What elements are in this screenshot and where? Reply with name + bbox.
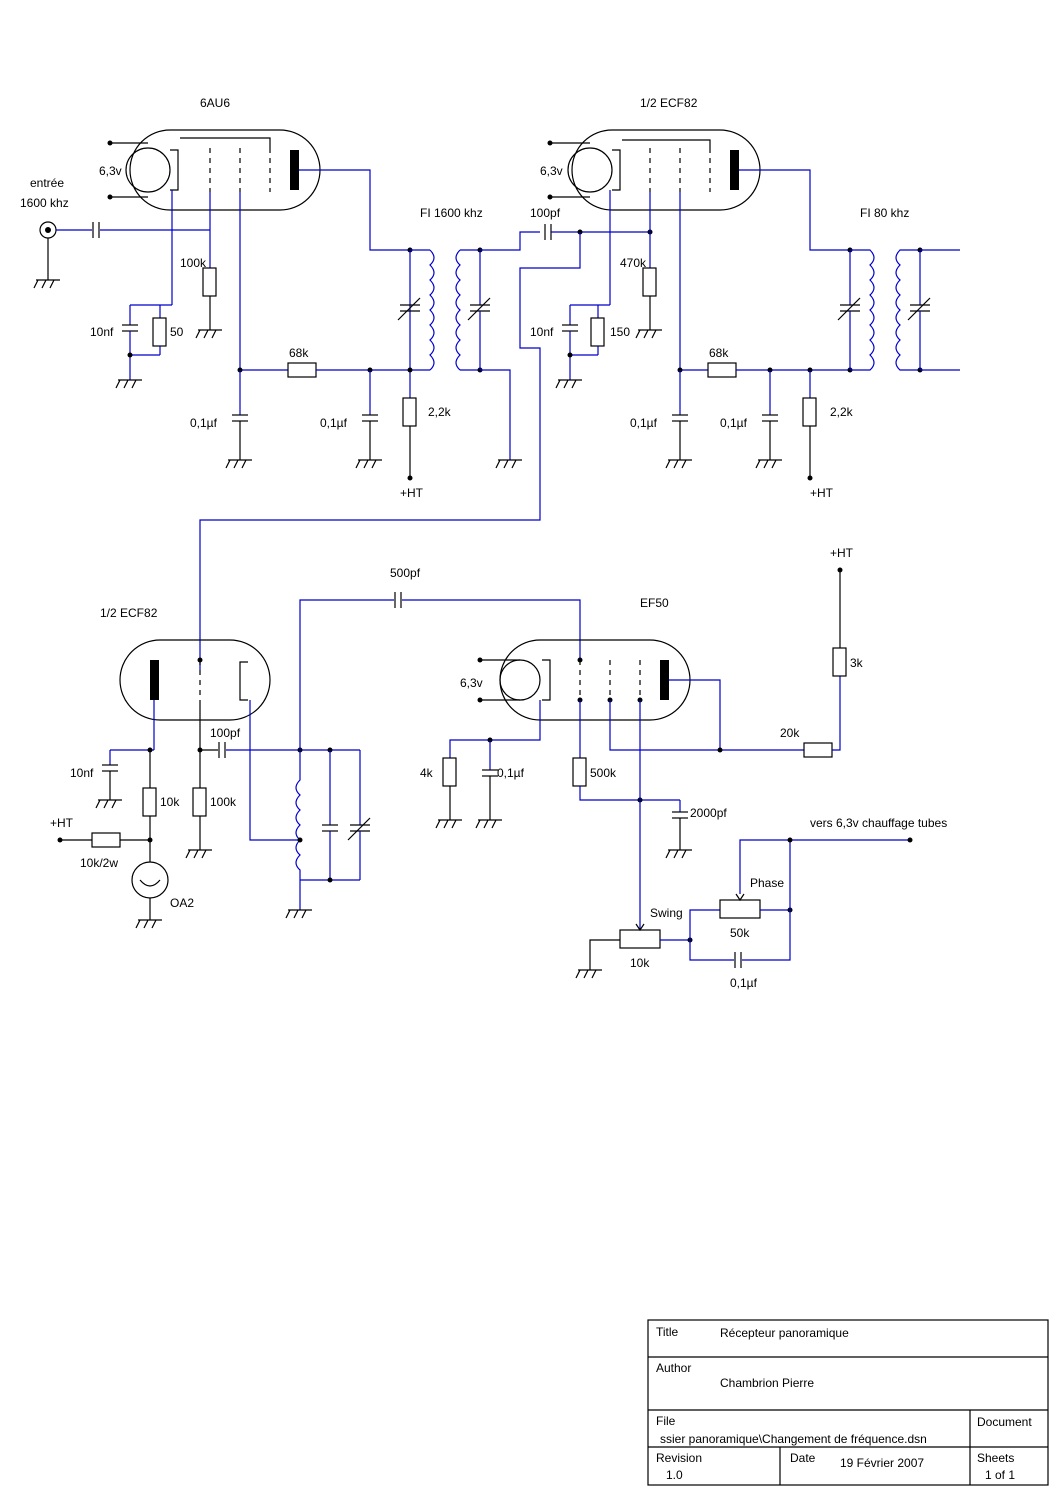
screen-network-2: 68k 0,1µf 0,1µf 2,2k +HT — [630, 192, 854, 500]
revision-value: 1.0 — [666, 1468, 683, 1482]
svg-text:2,2k: 2,2k — [830, 405, 854, 419]
sheets-value: 1 of 1 — [985, 1468, 1015, 1482]
resistor-470k: 470k — [620, 192, 662, 339]
svg-text:68k: 68k — [289, 346, 309, 360]
svg-text:OA2: OA2 — [170, 896, 194, 910]
svg-text:1/2 ECF82: 1/2 ECF82 — [640, 96, 698, 110]
title-value: Récepteur panoramique — [720, 1326, 849, 1340]
sheets-label: Sheets — [977, 1451, 1014, 1465]
svg-text:0,1µf: 0,1µf — [720, 416, 748, 430]
svg-text:FI 80 khz: FI 80 khz — [860, 206, 909, 220]
svg-text:50k: 50k — [730, 926, 750, 940]
svg-text:+HT: +HT — [810, 486, 834, 500]
svg-text:10nf: 10nf — [530, 325, 554, 339]
svg-text:100k: 100k — [180, 256, 207, 270]
svg-text:2,2k: 2,2k — [428, 405, 452, 419]
svg-text:Swing: Swing — [650, 906, 683, 920]
svg-text:10k/2w: 10k/2w — [80, 856, 118, 870]
svg-text:Phase: Phase — [750, 876, 784, 890]
svg-text:0,1µf: 0,1µf — [320, 416, 348, 430]
svg-text:6,3v: 6,3v — [460, 676, 483, 690]
date-label: Date — [790, 1451, 816, 1465]
svg-text:470k: 470k — [620, 256, 647, 270]
svg-text:FI 1600 khz: FI 1600 khz — [420, 206, 483, 220]
document-label: Document — [977, 1415, 1032, 1429]
svg-text:10nf: 10nf — [90, 325, 114, 339]
ef50-network: 4k 0,1µf 500k 2000pf 20k 3k +HT — [420, 546, 864, 930]
svg-text:68k: 68k — [709, 346, 729, 360]
svg-text:6,3v: 6,3v — [540, 164, 563, 178]
resistor-100k-g1: 100k — [180, 192, 222, 339]
svg-text:+HT: +HT — [830, 546, 854, 560]
svg-text:50: 50 — [170, 325, 184, 339]
input-label-1: entrée — [30, 176, 64, 190]
title-block: Title Récepteur panoramique Author Chamb… — [647, 1319, 1049, 1486]
svg-text:0,1µf: 0,1µf — [630, 416, 658, 430]
svg-text:vers 6,3v chauffage tubes: vers 6,3v chauffage tubes — [810, 816, 947, 830]
svg-text:20k: 20k — [780, 726, 800, 740]
svg-text:4k: 4k — [420, 766, 434, 780]
svg-text:+HT: +HT — [50, 816, 74, 830]
file-label: File — [656, 1414, 676, 1428]
sweep-network: Swing 10k Phase 50k 0,1µf vers 6,3v chau… — [575, 816, 947, 990]
svg-text:EF50: EF50 — [640, 596, 669, 610]
author-label: Author — [656, 1361, 691, 1375]
oscillator-network: 10nf 10k +HT 10k/2w OA2 100k 100pf — [50, 566, 581, 929]
svg-text:100k: 100k — [210, 795, 237, 809]
svg-text:1/2 ECF82: 1/2 ECF82 — [100, 606, 158, 620]
cathode-network-1: 10nf 50 — [90, 190, 184, 389]
tube-ef50: EF50 6,3v — [460, 596, 691, 721]
svg-text:0,1µf: 0,1µf — [730, 976, 758, 990]
cathode-network-2: 10nf 150 — [530, 190, 630, 389]
transformer-fi-80: FI 80 khz — [739, 169, 960, 373]
svg-text:10k: 10k — [630, 956, 650, 970]
svg-text:+HT: +HT — [400, 486, 424, 500]
date-value: 19 Février 2007 — [840, 1456, 924, 1470]
title-label: Title — [656, 1325, 679, 1339]
transformer-fi-1600: FI 1600 khz 2,2k +HT — [299, 169, 540, 500]
svg-text:10k: 10k — [160, 795, 180, 809]
tube-ecf82-a: 1/2 ECF82 6,3v — [540, 96, 761, 211]
svg-text:500pf: 500pf — [390, 566, 421, 580]
svg-text:500k: 500k — [590, 766, 617, 780]
screen-network-1: 68k 0,1µf 0,1µf — [190, 192, 410, 469]
svg-text:0,1µf: 0,1µf — [497, 766, 525, 780]
svg-text:2000pf: 2000pf — [690, 806, 727, 820]
author-value: Chambrion Pierre — [720, 1376, 814, 1390]
revision-label: Revision — [656, 1451, 702, 1465]
tube-6au6-heater: 6,3v — [99, 164, 122, 178]
capacitor-100pf-1: 100pf — [199, 206, 653, 670]
svg-text:10nf: 10nf — [70, 766, 94, 780]
svg-text:0,1µf: 0,1µf — [190, 416, 218, 430]
input-label-2: 1600 khz — [20, 196, 69, 210]
file-value: ssier panoramique\Changement de fréquenc… — [660, 1432, 927, 1446]
svg-text:100pf: 100pf — [210, 726, 241, 740]
tube-ecf82-b: 1/2 ECF82 — [100, 606, 300, 841]
input-connector: entrée 1600 khz — [20, 176, 210, 289]
svg-text:3k: 3k — [850, 656, 864, 670]
svg-text:100pf: 100pf — [530, 206, 561, 220]
tube-6au6-label: 6AU6 — [200, 96, 230, 110]
svg-text:150: 150 — [610, 325, 630, 339]
